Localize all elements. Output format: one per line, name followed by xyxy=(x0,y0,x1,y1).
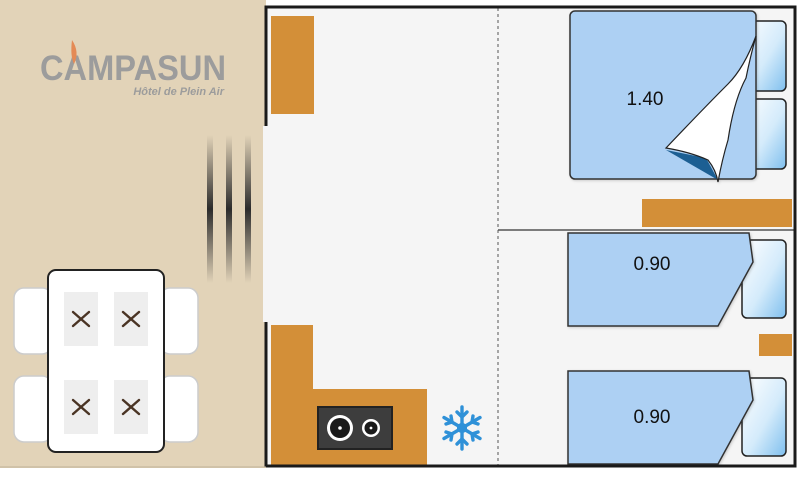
chair-bottom-right xyxy=(159,375,199,443)
chair-bottom-left xyxy=(13,375,53,443)
single-bed-top xyxy=(567,232,754,327)
chair-top-right xyxy=(159,287,199,355)
hob-icon xyxy=(317,406,393,450)
double-bed-sheet-fold xyxy=(664,35,757,183)
fork-knife-icon xyxy=(121,398,141,416)
logo-brand-name: CAMPASUN xyxy=(40,49,226,88)
single-bed-bottom-size-label: 0.90 xyxy=(634,407,671,428)
logo-flame-icon xyxy=(71,40,77,64)
terrace-steps xyxy=(207,135,251,283)
child-bedroom-shelf xyxy=(759,334,792,356)
snowflake-icon xyxy=(442,405,482,451)
fork-knife-icon xyxy=(121,310,141,328)
campasun-logo: CAMPASUN Hôtel de Plein Air xyxy=(40,40,226,98)
fork-knife-icon xyxy=(71,398,91,416)
fork-knife-icon xyxy=(71,310,91,328)
wall-cabinet xyxy=(271,16,314,114)
master-wardrobe xyxy=(642,199,792,227)
double-bed-sheet-back xyxy=(666,150,718,180)
place-setting-3 xyxy=(64,380,98,434)
single-bed-top-size-label: 0.90 xyxy=(634,254,671,275)
logo-tagline: Hôtel de Plein Air xyxy=(133,86,224,98)
place-setting-1 xyxy=(64,292,98,346)
chair-top-left xyxy=(13,287,53,355)
double-bed-size-label: 1.40 xyxy=(627,89,664,110)
place-setting-2 xyxy=(114,292,148,346)
double-bed xyxy=(569,10,757,183)
entrance-door-gap xyxy=(263,126,269,322)
single-bed-bottom xyxy=(567,370,754,465)
terrace-dining-set xyxy=(13,269,199,453)
place-setting-4 xyxy=(114,380,148,434)
